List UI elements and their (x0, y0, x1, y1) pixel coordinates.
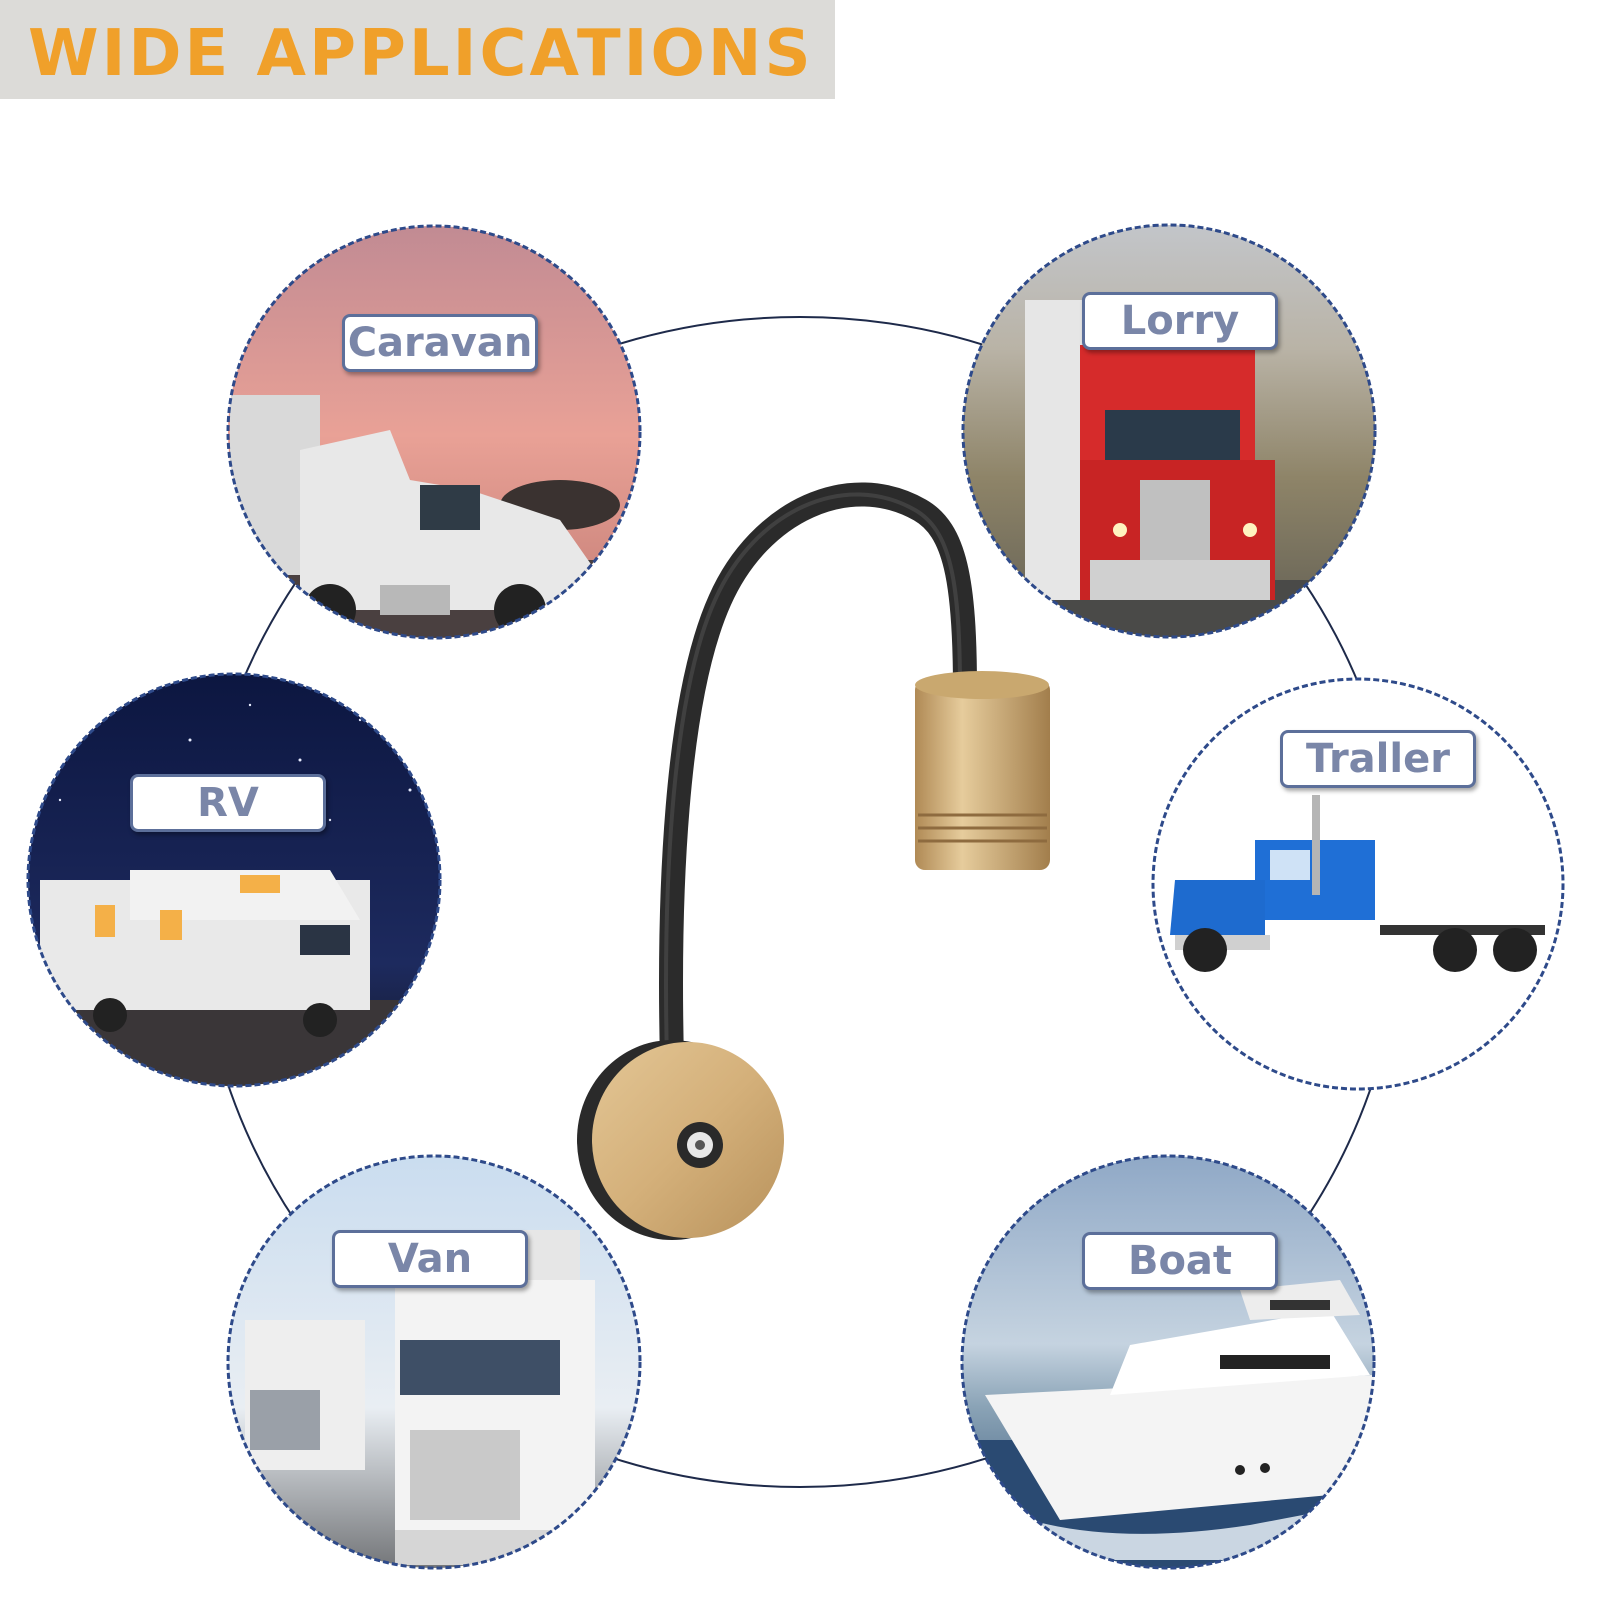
caravan-image (228, 226, 640, 638)
lamp-flex-arm (659, 482, 977, 1072)
header-banner: WIDE APPLICATIONS (0, 0, 835, 99)
label-rv-text: RV (197, 780, 259, 826)
rv-image (28, 674, 440, 1086)
label-van: Van (332, 1230, 528, 1288)
van-image (228, 1156, 640, 1568)
label-boat-text: Boat (1127, 1238, 1233, 1284)
lorry-image (963, 225, 1375, 637)
gooseneck-lamp-product (577, 482, 1050, 1240)
label-lorry-text: Lorry (1120, 298, 1240, 344)
label-traller-text: Traller (1306, 736, 1450, 782)
label-caravan-text: Caravan (347, 320, 533, 366)
lamp-base-plate (577, 1040, 784, 1240)
label-traller: Traller (1280, 730, 1476, 788)
label-rv: RV (130, 774, 326, 832)
label-caravan: Caravan (342, 314, 538, 372)
label-van-text: Van (387, 1236, 473, 1282)
page-title: WIDE APPLICATIONS (28, 17, 814, 91)
lamp-head (915, 671, 1050, 870)
label-boat: Boat (1082, 1232, 1278, 1290)
label-lorry: Lorry (1082, 292, 1278, 350)
